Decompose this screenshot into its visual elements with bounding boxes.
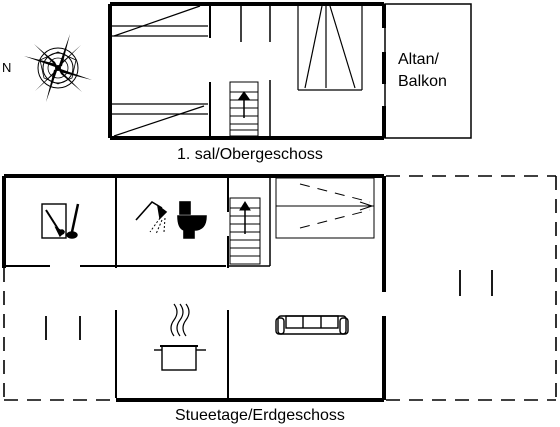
compass-rose-icon [24,34,92,102]
cooking-pot-icon [154,303,206,371]
ground-floor-label: Stueetage/Erdgeschoss [175,407,345,424]
staircase-icon [229,81,259,137]
upper-floor-label: 1. sal/Obergeschoss [177,146,323,163]
bed-icon [297,4,363,91]
balcony-area [384,3,472,139]
balcony-label-line1: Altan/ [398,51,439,68]
bed-icon [112,103,208,137]
stair-void [275,177,375,239]
bed-icon [112,5,208,37]
shower-toilet-icon [135,200,207,239]
sofa-icon [275,315,349,335]
balcony-label-line2: Balkon [398,73,447,90]
upper-floor [108,2,472,140]
washing-utility-icon [41,203,80,239]
ground-floor [2,174,557,402]
staircase-icon [229,197,261,265]
compass-north-label: N [2,60,11,75]
